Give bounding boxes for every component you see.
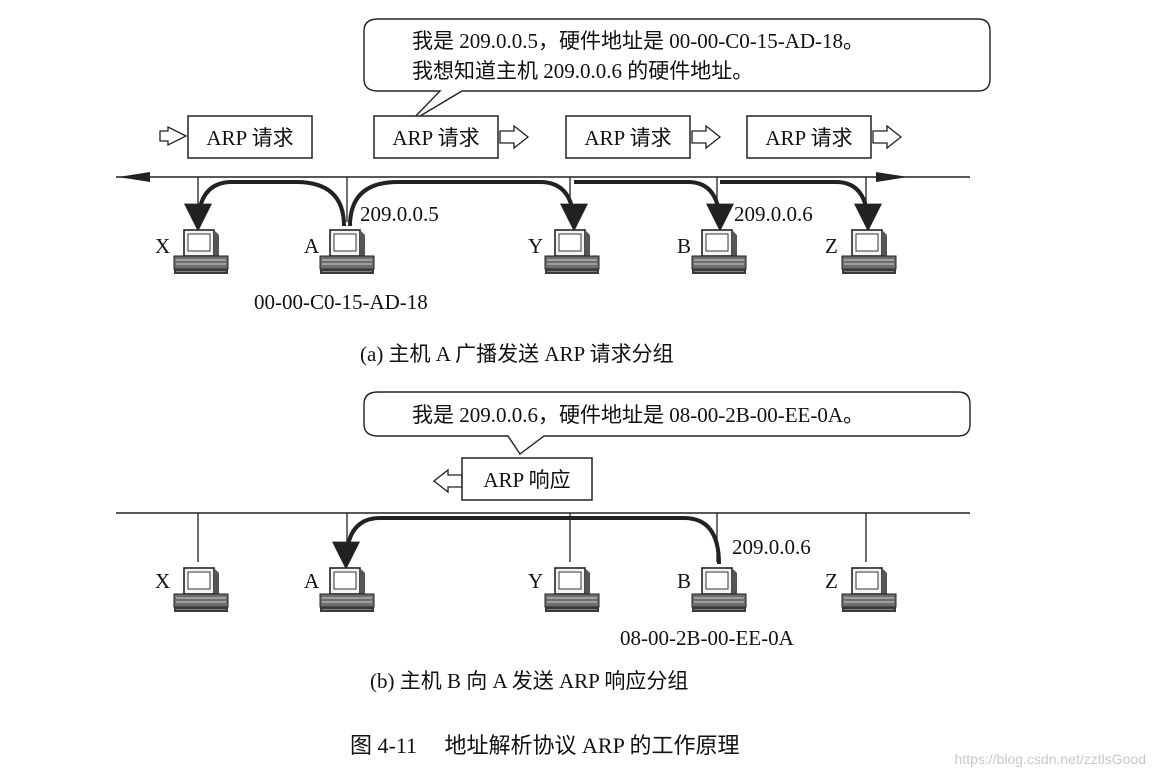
panel-b: 我是 209.0.0.6，硬件地址是 08-00-2B-00-EE-0A。 AR… (116, 391, 971, 693)
ip-address-b: 209.0.0.6 (734, 202, 813, 226)
host-z-computer-icon-b (841, 567, 897, 613)
host-b-label: B (677, 234, 691, 258)
host-z-computer-icon (841, 229, 897, 275)
host-b-computer-icon (691, 229, 747, 275)
host-x-computer-icon-b (173, 567, 229, 613)
host-z-label: Z (825, 234, 838, 258)
host-b-computer-icon-b (691, 567, 747, 613)
panel-b-caption: (b) 主机 B 向 A 发送 ARP 响应分组 (370, 669, 688, 693)
request-speech-bubble (363, 18, 991, 123)
ip-address-b-reply: 209.0.0.6 (732, 535, 811, 559)
reply-bubble-line1: 我是 209.0.0.6，硬件地址是 08-00-2B-00-EE-0A。 (412, 403, 864, 427)
request-bubble-line1: 我是 209.0.0.5，硬件地址是 00-00-C0-15-AD-18。 (412, 29, 864, 53)
request-bubble-line2: 我想知道主机 209.0.0.6 的硬件地址。 (412, 59, 753, 83)
host-x-computer-icon (173, 229, 229, 275)
host-z-label-b: Z (825, 569, 838, 593)
host-y-label-b: Y (528, 569, 543, 593)
reply-speech-bubble (363, 391, 971, 456)
panel-a-caption: (a) 主机 A 广播发送 ARP 请求分组 (360, 342, 674, 366)
host-a-computer-icon (319, 229, 375, 275)
arp-response-label: ARP 响应 (483, 468, 570, 492)
host-x-label: X (155, 234, 170, 258)
host-x-label-b: X (155, 569, 170, 593)
arp-request-label-2: ARP 请求 (392, 126, 479, 150)
host-a-label-b: A (304, 569, 320, 593)
host-y-computer-icon (544, 229, 600, 275)
mac-address-a: 00-00-C0-15-AD-18 (254, 290, 428, 314)
host-a-computer-icon-b (319, 567, 375, 613)
mac-address-b: 08-00-2B-00-EE-0A (620, 626, 795, 650)
host-y-label: Y (528, 234, 543, 258)
arp-request-label-3: ARP 请求 (584, 126, 671, 150)
arp-request-packet-4: ARP 请求 (746, 115, 903, 159)
watermark: https://blog.csdn.net/zztlsGood (955, 751, 1146, 767)
host-a-label: A (304, 234, 320, 258)
ip-address-a: 209.0.0.5 (360, 202, 439, 226)
arp-request-packet-1: ARP 请求 (159, 115, 313, 159)
arp-response-packet: ARP 响应 (432, 457, 593, 501)
host-b-label-b: B (677, 569, 691, 593)
arp-request-label-4: ARP 请求 (765, 126, 852, 150)
arp-request-label-1: ARP 请求 (206, 126, 293, 150)
figure-caption: 图 4-11 地址解析协议 ARP 的工作原理 (350, 733, 740, 758)
arp-request-packet-3: ARP 请求 (565, 115, 722, 159)
panel-a: 我是 209.0.0.5，硬件地址是 00-00-C0-15-AD-18。 我想… (116, 18, 991, 366)
arp-request-packet-2: ARP 请求 (373, 115, 530, 159)
host-y-computer-icon-b (544, 567, 600, 613)
